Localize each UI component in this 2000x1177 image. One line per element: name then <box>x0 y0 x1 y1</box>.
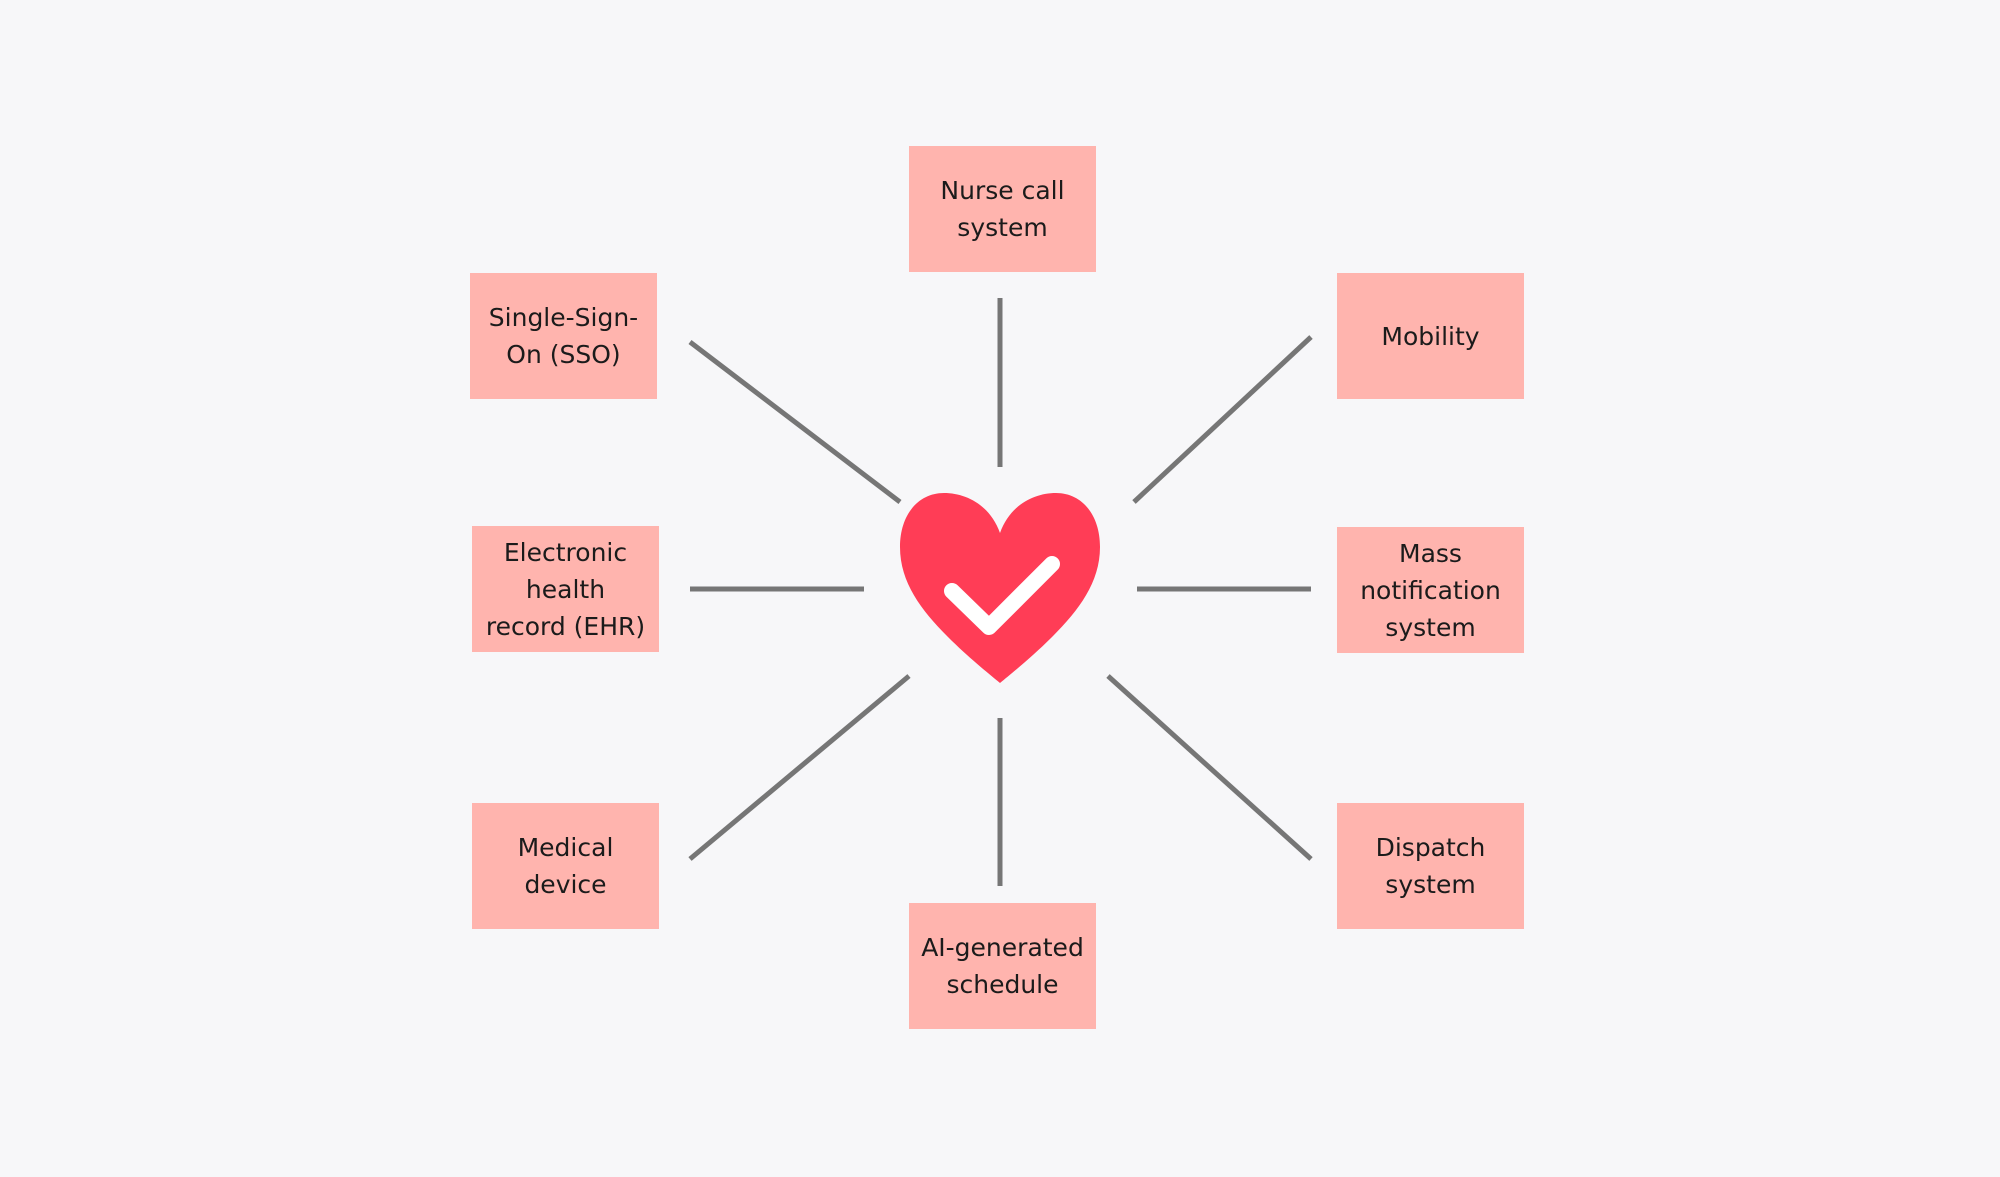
node-nurse-call-system: Nurse call system <box>909 146 1096 272</box>
heart-check-icon <box>900 493 1100 683</box>
node-label: Electronic health record (EHR) <box>485 537 646 641</box>
connector-mobility <box>1132 335 1313 504</box>
node-label: AI-generated schedule <box>921 933 1084 999</box>
node-label: Medical device <box>517 833 614 899</box>
node-label: Dispatch system <box>1375 833 1486 899</box>
heart-shape <box>900 493 1100 683</box>
node-mobility: Mobility <box>1337 273 1524 399</box>
node-mass-notification-system: Mass notification system <box>1337 527 1524 653</box>
node-label: Nurse call system <box>940 176 1065 242</box>
connector-sso <box>688 340 902 504</box>
node-dispatch-system: Dispatch system <box>1337 803 1524 929</box>
connector-dispatch <box>1106 674 1313 861</box>
node-label: Mobility <box>1381 321 1480 351</box>
node-electronic-health-record: Electronic health record (EHR) <box>472 526 659 652</box>
node-label: Mass notification system <box>1360 538 1501 642</box>
connector-medical-device <box>688 674 911 861</box>
node-single-sign-on: Single-Sign- On (SSO) <box>470 273 657 399</box>
node-ai-generated-schedule: AI-generated schedule <box>909 903 1096 1029</box>
check-mark <box>944 556 1060 635</box>
node-medical-device: Medical device <box>472 803 659 929</box>
node-label: Single-Sign- On (SSO) <box>488 303 639 369</box>
